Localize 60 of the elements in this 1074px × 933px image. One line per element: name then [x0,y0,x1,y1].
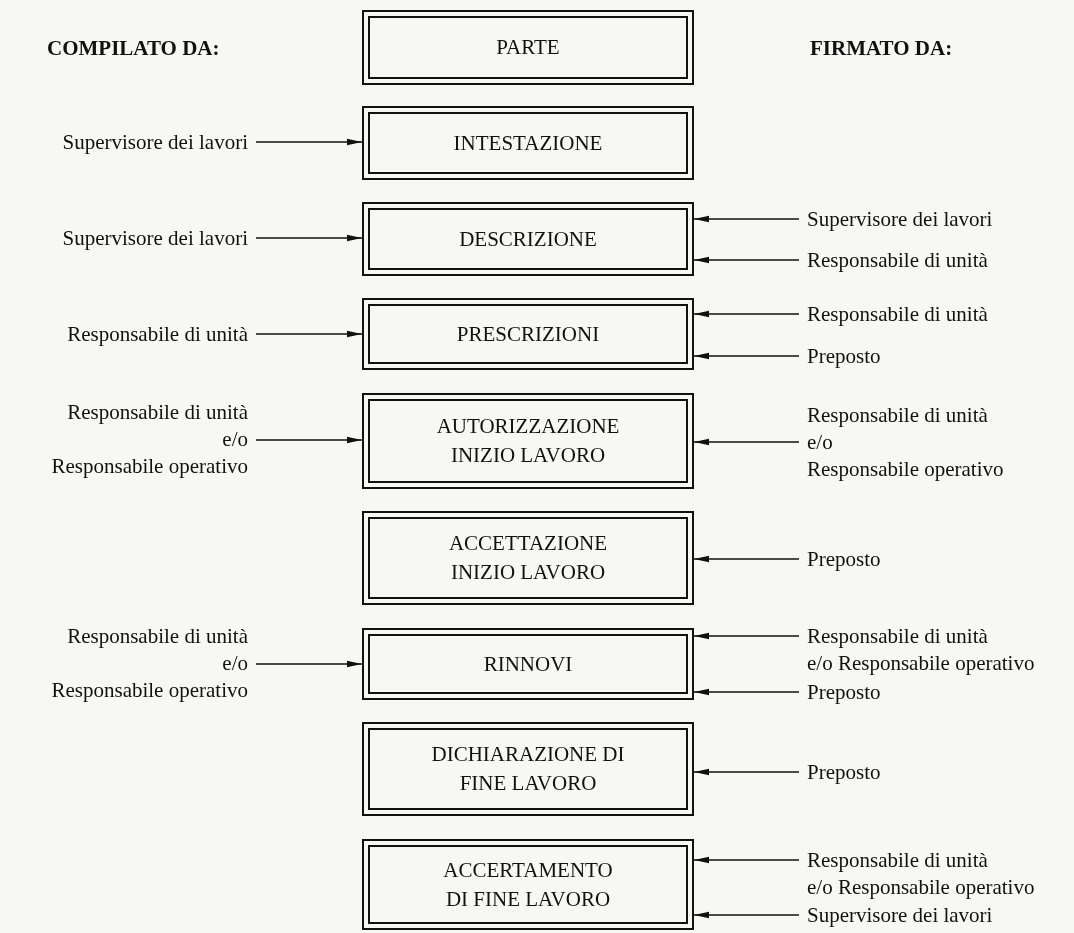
role-text: e/o Responsabile operativo [807,649,1035,677]
role-text: Preposto [807,545,881,573]
arrow [255,138,363,146]
role-text: Supervisore dei lavori [62,224,248,252]
arrow [693,352,800,360]
role-text: Responsabile di unità [807,246,988,274]
process-box [362,628,694,700]
process-box [362,511,694,605]
box-title: ACCERTAMENTO DI FINE LAVORO [442,856,614,913]
arrow [255,330,363,338]
role-text: e/o [221,425,248,453]
arrow [693,632,800,640]
process-box [362,298,694,370]
role-text: Responsabile di unità [66,398,248,426]
arrow [255,660,363,668]
role-text: Responsabile operativo [51,452,248,480]
box-title: ACCETTAZIONE INIZIO LAVORO [447,530,609,586]
process-box [362,10,694,85]
arrow [693,688,800,696]
arrow [693,768,800,776]
process-box [362,106,694,180]
process-box [362,839,694,930]
arrow [693,256,800,264]
role-text: e/o [807,428,834,456]
role-text: Responsabile di unità [807,622,989,650]
arrow [255,436,363,444]
role-text: Responsabile di unità [807,846,989,874]
role-text: Preposto [807,758,881,786]
role-text: Responsabile operativo [807,455,1004,483]
arrow [255,234,363,242]
box-title: PRESCRIZIONI [456,320,600,348]
role-text: e/o [221,649,248,677]
arrow [693,438,800,446]
box-title: AUTORIZZAZIONE INIZIO LAVORO [435,413,621,469]
box-title: INTESTAZIONE [453,129,603,157]
arrow [693,856,800,864]
box-title: RINNOVI [483,650,573,678]
role-text: Supervisore dei lavori [807,901,993,929]
role-text: Responsabile operativo [51,676,248,704]
role-text: Supervisore dei lavori [62,128,248,156]
role-text: Supervisore dei lavori [807,205,993,233]
role-text: Responsabile di unità [807,300,988,328]
arrow [693,215,800,223]
box-title: PARTE [496,34,560,61]
column-heading: COMPILATO DA: [47,34,220,62]
role-text: Preposto [807,342,881,370]
role-text: Responsabile di unità [66,622,248,650]
process-box [362,202,694,276]
role-text: Responsabile di unità [67,320,248,348]
box-title: DESCRIZIONE [459,225,597,253]
role-text: e/o Responsabile operativo [807,873,1035,901]
role-text: Preposto [807,678,881,706]
process-box [362,393,694,489]
column-heading: FIRMATO DA: [810,34,953,62]
process-box [362,722,694,816]
arrow [693,310,800,318]
arrow [693,911,800,919]
role-text: Responsabile di unità [807,401,989,429]
arrow [693,555,800,563]
box-title: DICHIARAZIONE DI FINE LAVORO [430,741,626,797]
